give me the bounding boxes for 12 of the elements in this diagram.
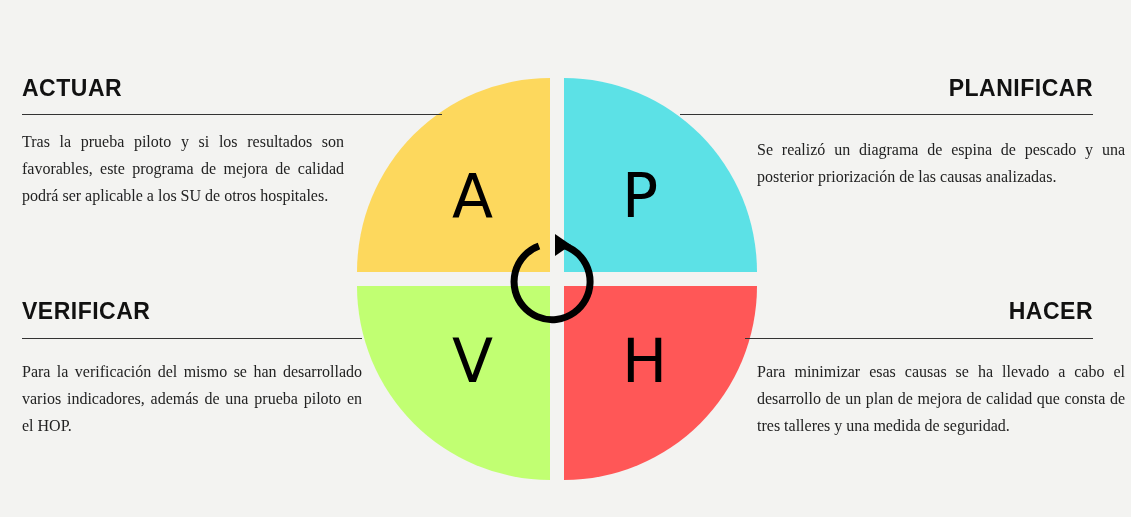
- description-paragraph: Se realizó un diagrama de espina de pescado y una posterior priorización de las causas analizadas.: [757, 140, 1125, 188]
- section-heading: PLANIFICAR: [947, 75, 1093, 102]
- description-paragraph: Para la verificación del mismo se han desarrollado varios indicadores, además de una prueba piloto en el HOP.: [22, 362, 362, 436]
- description-paragraph: Para minimizar esas causas se ha llevado a cabo el desarrollo de un plan de mejora de calidad que consta de tres talleres y una medida de seguridad.: [757, 362, 1125, 437]
- quadrant-letter: P: [622, 166, 659, 226]
- quadrant-letter: A: [452, 166, 494, 226]
- section-heading: ACTUAR: [22, 75, 124, 102]
- section-heading: VERIFICAR: [22, 298, 152, 325]
- description-paragraph: Tras la prueba piloto y si los resultados son favorables, este programa de mejora de calidad podrá ser aplicable a los SU de otros hospitales.: [22, 132, 344, 207]
- quadrant-letter: H: [622, 331, 668, 391]
- quadrant-letter: V: [452, 331, 494, 391]
- section-heading: HACER: [1007, 298, 1093, 325]
